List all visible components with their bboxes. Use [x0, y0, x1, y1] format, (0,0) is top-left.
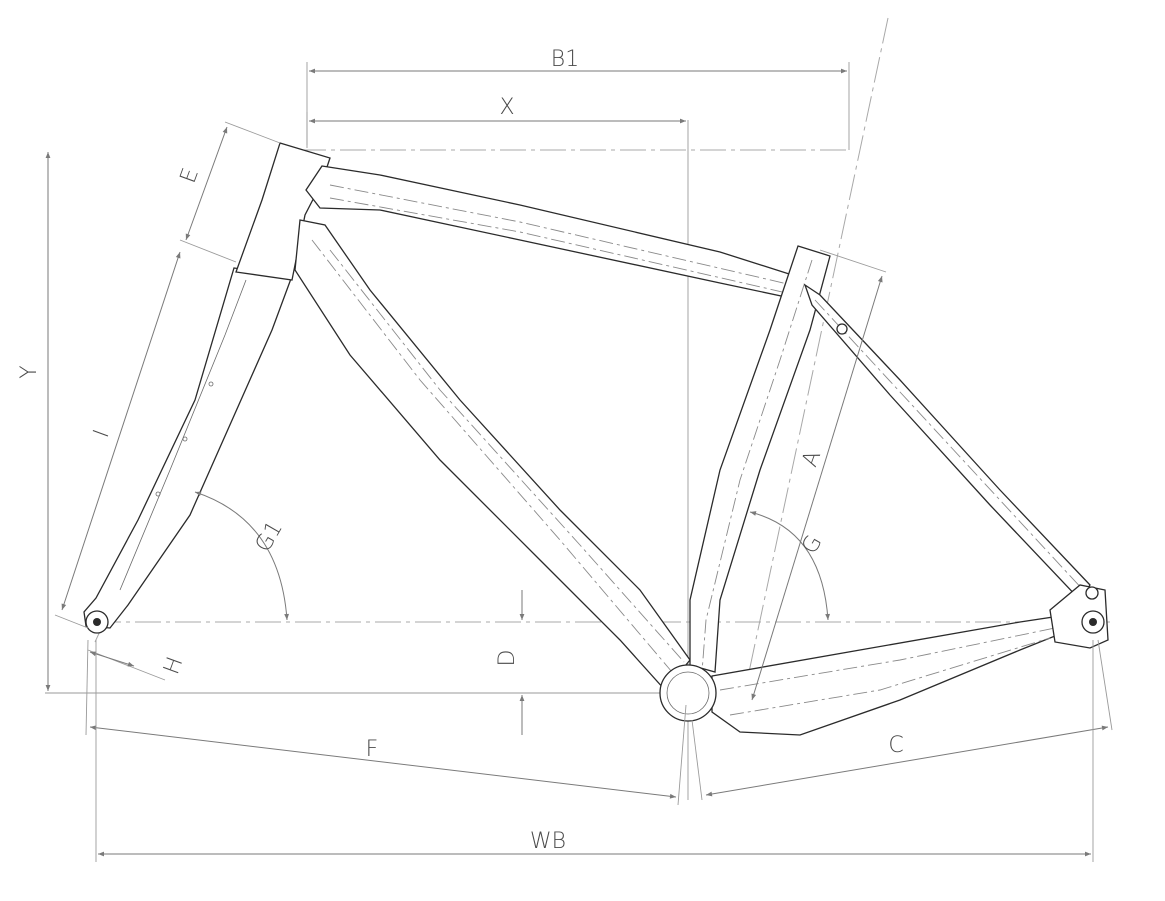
chain-stay: [711, 615, 1066, 736]
bottom-bracket-inner: [666, 671, 710, 715]
label-wb: WB: [530, 829, 566, 854]
top-tube-hidden-1: [329, 184, 806, 289]
seat-stay-bolt: [836, 323, 848, 335]
label-g1: G1: [251, 517, 288, 556]
dim-c-line: [705, 725, 1109, 797]
dim-g-arc: [749, 511, 830, 621]
derailleur-hanger-bolt: [1085, 586, 1099, 600]
label-d: D: [495, 650, 520, 667]
label-i: I: [89, 426, 115, 441]
bottom-bracket-shell: [659, 664, 717, 722]
fork-mount-1: [208, 381, 214, 387]
seat-stay: [803, 283, 1091, 602]
down-tube-hidden-1: [311, 239, 673, 673]
label-g: G: [797, 531, 827, 558]
dim-f-line: [89, 725, 677, 799]
frame-body: [83, 142, 1109, 736]
top-tube: [305, 165, 809, 301]
dimensions: [45, 62, 1113, 862]
label-f: F: [366, 737, 379, 762]
rear-axle-center: [1089, 618, 1097, 626]
label-h: H: [159, 654, 188, 678]
label-e: E: [176, 165, 204, 187]
dim-a-line: [751, 275, 883, 701]
label-a: A: [798, 447, 827, 470]
label-c: C: [888, 733, 903, 758]
down-tube-hidden-2: [329, 249, 685, 663]
dim-g1-arc: [194, 491, 289, 621]
label-b1: B1: [551, 47, 579, 72]
fork-mount-2: [182, 436, 188, 442]
label-x: X: [499, 95, 514, 120]
dim-e-line: [185, 126, 228, 241]
down-tube: [294, 219, 691, 691]
front-axle-center: [93, 618, 101, 626]
label-y: Y: [17, 365, 42, 378]
top-tube-hidden-2: [329, 197, 801, 297]
dim-h-line: [89, 651, 135, 667]
seat-stay-hidden: [814, 299, 1086, 593]
dim-i-line: [61, 251, 181, 611]
